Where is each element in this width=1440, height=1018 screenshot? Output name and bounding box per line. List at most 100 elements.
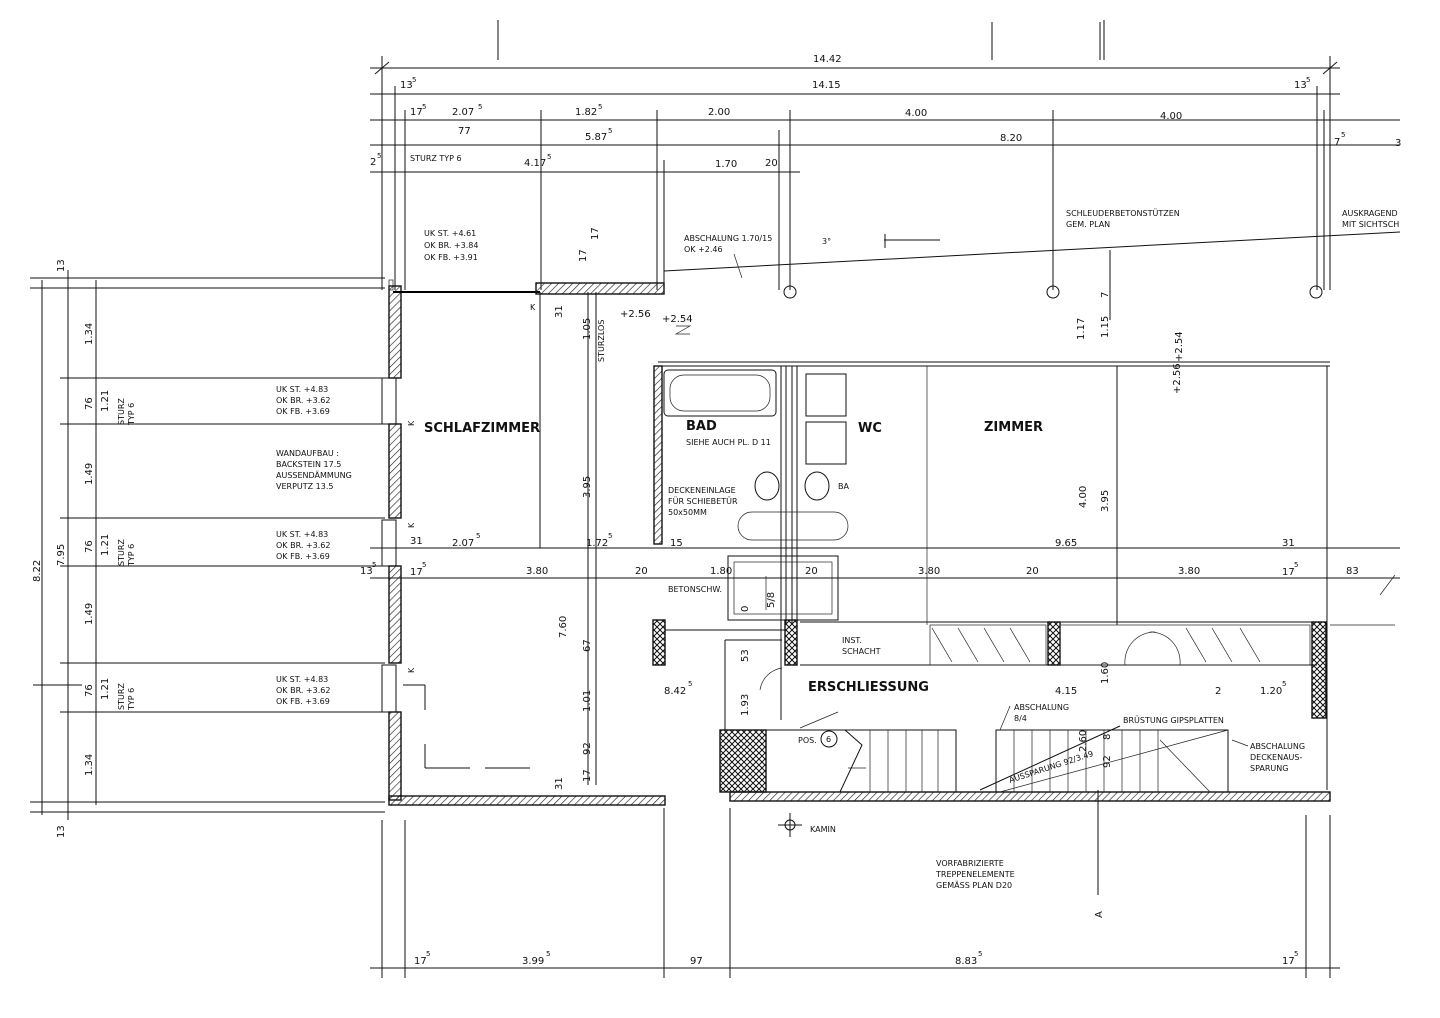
sturz-label: STURZ: [117, 398, 126, 425]
dim-400-a: 4.00: [905, 108, 927, 119]
dim-20: 20: [765, 158, 778, 169]
typ6-label: TYP 6: [127, 544, 136, 567]
room-schlafzimmer: SCHLAFZIMMER: [424, 421, 540, 436]
dim-int-92b: 92: [1102, 755, 1113, 768]
closet-1: [929, 624, 1047, 666]
wandaufbau-line4: VERPUTZ 13.5: [276, 482, 334, 491]
room-erschliessung: ERSCHLIESSUNG: [808, 680, 929, 695]
column-1: [652, 619, 666, 666]
inst-line2: SCHACHT: [842, 647, 881, 656]
left-dimension-labels: 13 8.22 7.95 1.34 76 1.21 1.49 76 1.21 1…: [32, 259, 136, 838]
dim-int-17-top-b: 17: [590, 227, 601, 240]
room-labels: SCHLAFZIMMER BAD WC ZIMMER ERSCHLIESSUNG: [424, 419, 1043, 695]
deckeneinlage-line3: 50x50MM: [668, 508, 707, 517]
dim-77: 77: [458, 126, 471, 137]
k-mark: K: [407, 420, 416, 426]
dim-mid-31b: 31: [1282, 538, 1295, 549]
window-3: [381, 664, 397, 713]
room-zimmer: ZIMMER: [984, 420, 1043, 435]
window-2: [381, 519, 397, 567]
schleuder-line2: GEM. PLAN: [1066, 220, 1110, 229]
wandaufbau-line2: BACKSTEIN 17.5: [276, 460, 341, 469]
inst-line1: INST.: [842, 636, 862, 645]
uk-lintel-3-line1: UK ST. +4.83: [276, 675, 328, 684]
dim-int-415: 4.15: [1055, 686, 1077, 697]
sturz-label: STURZ: [117, 539, 126, 566]
dim-sup: 5: [372, 561, 376, 569]
concrete-columns: [778, 285, 1323, 837]
dim-170: 1.70: [715, 159, 737, 170]
dim-sup: 5: [478, 103, 482, 111]
bottom-dimension-chain: 17 5 3.99 5 97 8.83 5 17 5: [370, 808, 1340, 978]
dim-int-842: 8.42: [664, 686, 686, 697]
dim-sup: 5: [688, 680, 692, 688]
abschalung-top-line1: ABSCHALUNG 1.70/15: [684, 234, 772, 243]
dim-int-17-top: 17: [578, 249, 589, 262]
column-circle-2: [1046, 285, 1060, 299]
bruestung-label: BRÜSTUNG GIPSPLATTEN: [1123, 715, 1224, 725]
dim-mid-83: 83: [1346, 566, 1359, 577]
uk-lintel-2-line1: UK ST. +4.83: [276, 530, 328, 539]
typ6-label: TYP 6: [127, 688, 136, 711]
auskragend-line2: MIT SICHTSCH: [1342, 220, 1399, 229]
section-line-a: A: [1094, 20, 1105, 918]
outer-wall-left-3: [388, 565, 402, 664]
outer-wall-left-4: [388, 711, 402, 801]
dim-182: 1.82: [575, 107, 597, 118]
dim-bottom-17a: 17: [414, 956, 427, 967]
top-dimension-labels: 14.42 13 5 14.15 13 5 17 5 2.07 5 1.82 5…: [370, 54, 1401, 170]
outer-wall-bottom-right: [729, 791, 1331, 802]
uk-lintel-1-line1: UK ST. +4.83: [276, 385, 328, 394]
abschalung-decke-line3: SPARUNG: [1250, 764, 1288, 773]
dim-left-121-c: 1.21: [100, 678, 111, 700]
left-dimension-chains: [30, 270, 385, 820]
level-256-b: +2.56: [1172, 363, 1183, 394]
dim-587: 5.87: [585, 132, 607, 143]
dim-left-149-b: 1.49: [84, 603, 95, 625]
dim-left-13-bottom: 13: [56, 825, 67, 838]
dim-left-822: 8.22: [32, 560, 43, 582]
dim-mid-20b: 20: [805, 566, 818, 577]
interior-dimensions: 31 1.05 3.95 7.60 67 1.01 92 17 31 17 17…: [554, 227, 1286, 790]
dim-left-121-a: 1.21: [100, 390, 111, 412]
walls: [381, 271, 1331, 806]
closet-2: [1059, 624, 1311, 666]
dim-bottom-399: 3.99: [522, 956, 544, 967]
auskragend-line1: AUSKRAGEND: [1342, 209, 1398, 218]
uk-lintel-2-line3: OK FB. +3.69: [276, 552, 330, 561]
dim-200: 2.00: [708, 107, 730, 118]
bathtub: [663, 369, 777, 417]
uk-lintel-3-line2: OK BR. +3.62: [276, 686, 330, 695]
dim-mid-31: 31: [410, 536, 423, 547]
dim-sup: 5: [422, 561, 426, 569]
dim-mid-380b: 3.80: [918, 566, 940, 577]
middle-dimension-chain: 31 2.07 5 1.72 5 15 9.65 31 13 5 17 5 3.…: [360, 532, 1400, 579]
abschalung-decke-line2: DECKENAUS-: [1250, 753, 1302, 762]
bathroom-fixtures: [663, 369, 849, 621]
dim-mid-172: 1.72: [586, 538, 608, 549]
dim-left-13-top: 13: [56, 259, 67, 272]
pos-label: POS.: [798, 736, 817, 745]
dim-sup: 5: [608, 127, 612, 135]
column-circle-1: [783, 285, 797, 299]
dim-total-outer: 14.42: [813, 54, 842, 65]
dim-sup: 5: [422, 103, 426, 111]
shelf-1: [805, 373, 847, 417]
wandaufbau-line3: AUSSENDÄMMUNG: [276, 470, 352, 480]
uk-lintel-1-line2: OK BR. +3.62: [276, 396, 330, 405]
dim-int-8: 8: [1102, 734, 1113, 740]
room-bad: BAD: [686, 419, 717, 434]
uk-top-line2: OK BR. +3.84: [424, 241, 478, 250]
ba-label: BA: [838, 482, 849, 491]
dim-sup: 5: [1341, 131, 1345, 139]
doors-closets: [759, 574, 1396, 691]
uk-lintel-1-line3: OK FB. +3.69: [276, 407, 330, 416]
dim-sup: 5: [978, 950, 982, 958]
aussparung-label: AUSSPARUNG 92/3.49: [1008, 749, 1095, 785]
column-4: [1311, 621, 1327, 719]
dim-int-160: 1.60: [1100, 662, 1111, 684]
vorfabriziert-line2: TREPPENELEMENTE: [935, 870, 1015, 879]
dim-sup: 5: [608, 532, 612, 540]
vorfabriziert-line1: VORFABRIZIERTE: [936, 859, 1004, 868]
stair-flight-1: [765, 729, 957, 793]
